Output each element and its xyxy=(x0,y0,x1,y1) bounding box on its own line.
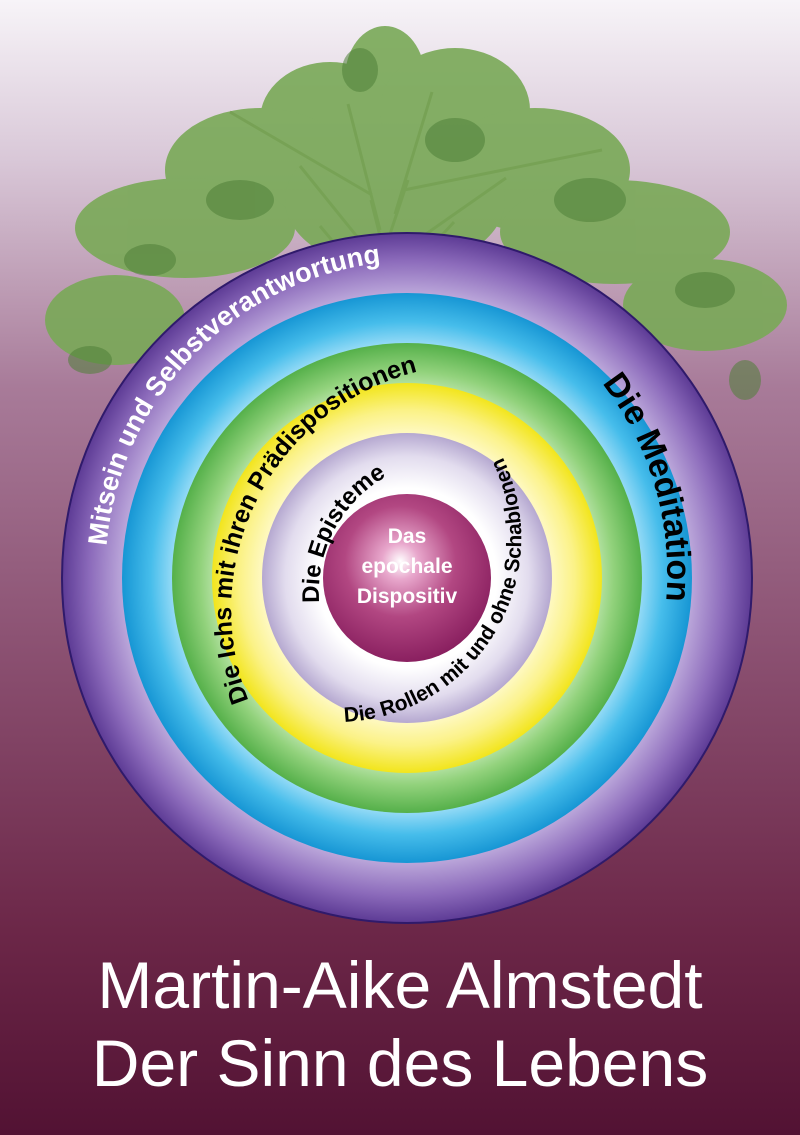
author-name: Martin-Aike Almstedt xyxy=(97,948,703,1022)
core-label: Das epochale Dispositiv xyxy=(357,525,458,608)
core-label-line1: Das xyxy=(388,525,427,548)
core-circle xyxy=(323,494,491,662)
book-title: Der Sinn des Lebens xyxy=(91,1026,709,1100)
core-label-line2: epochale xyxy=(361,555,452,578)
core-label-line3: Dispositiv xyxy=(357,585,458,608)
tree-illustration xyxy=(45,26,787,400)
